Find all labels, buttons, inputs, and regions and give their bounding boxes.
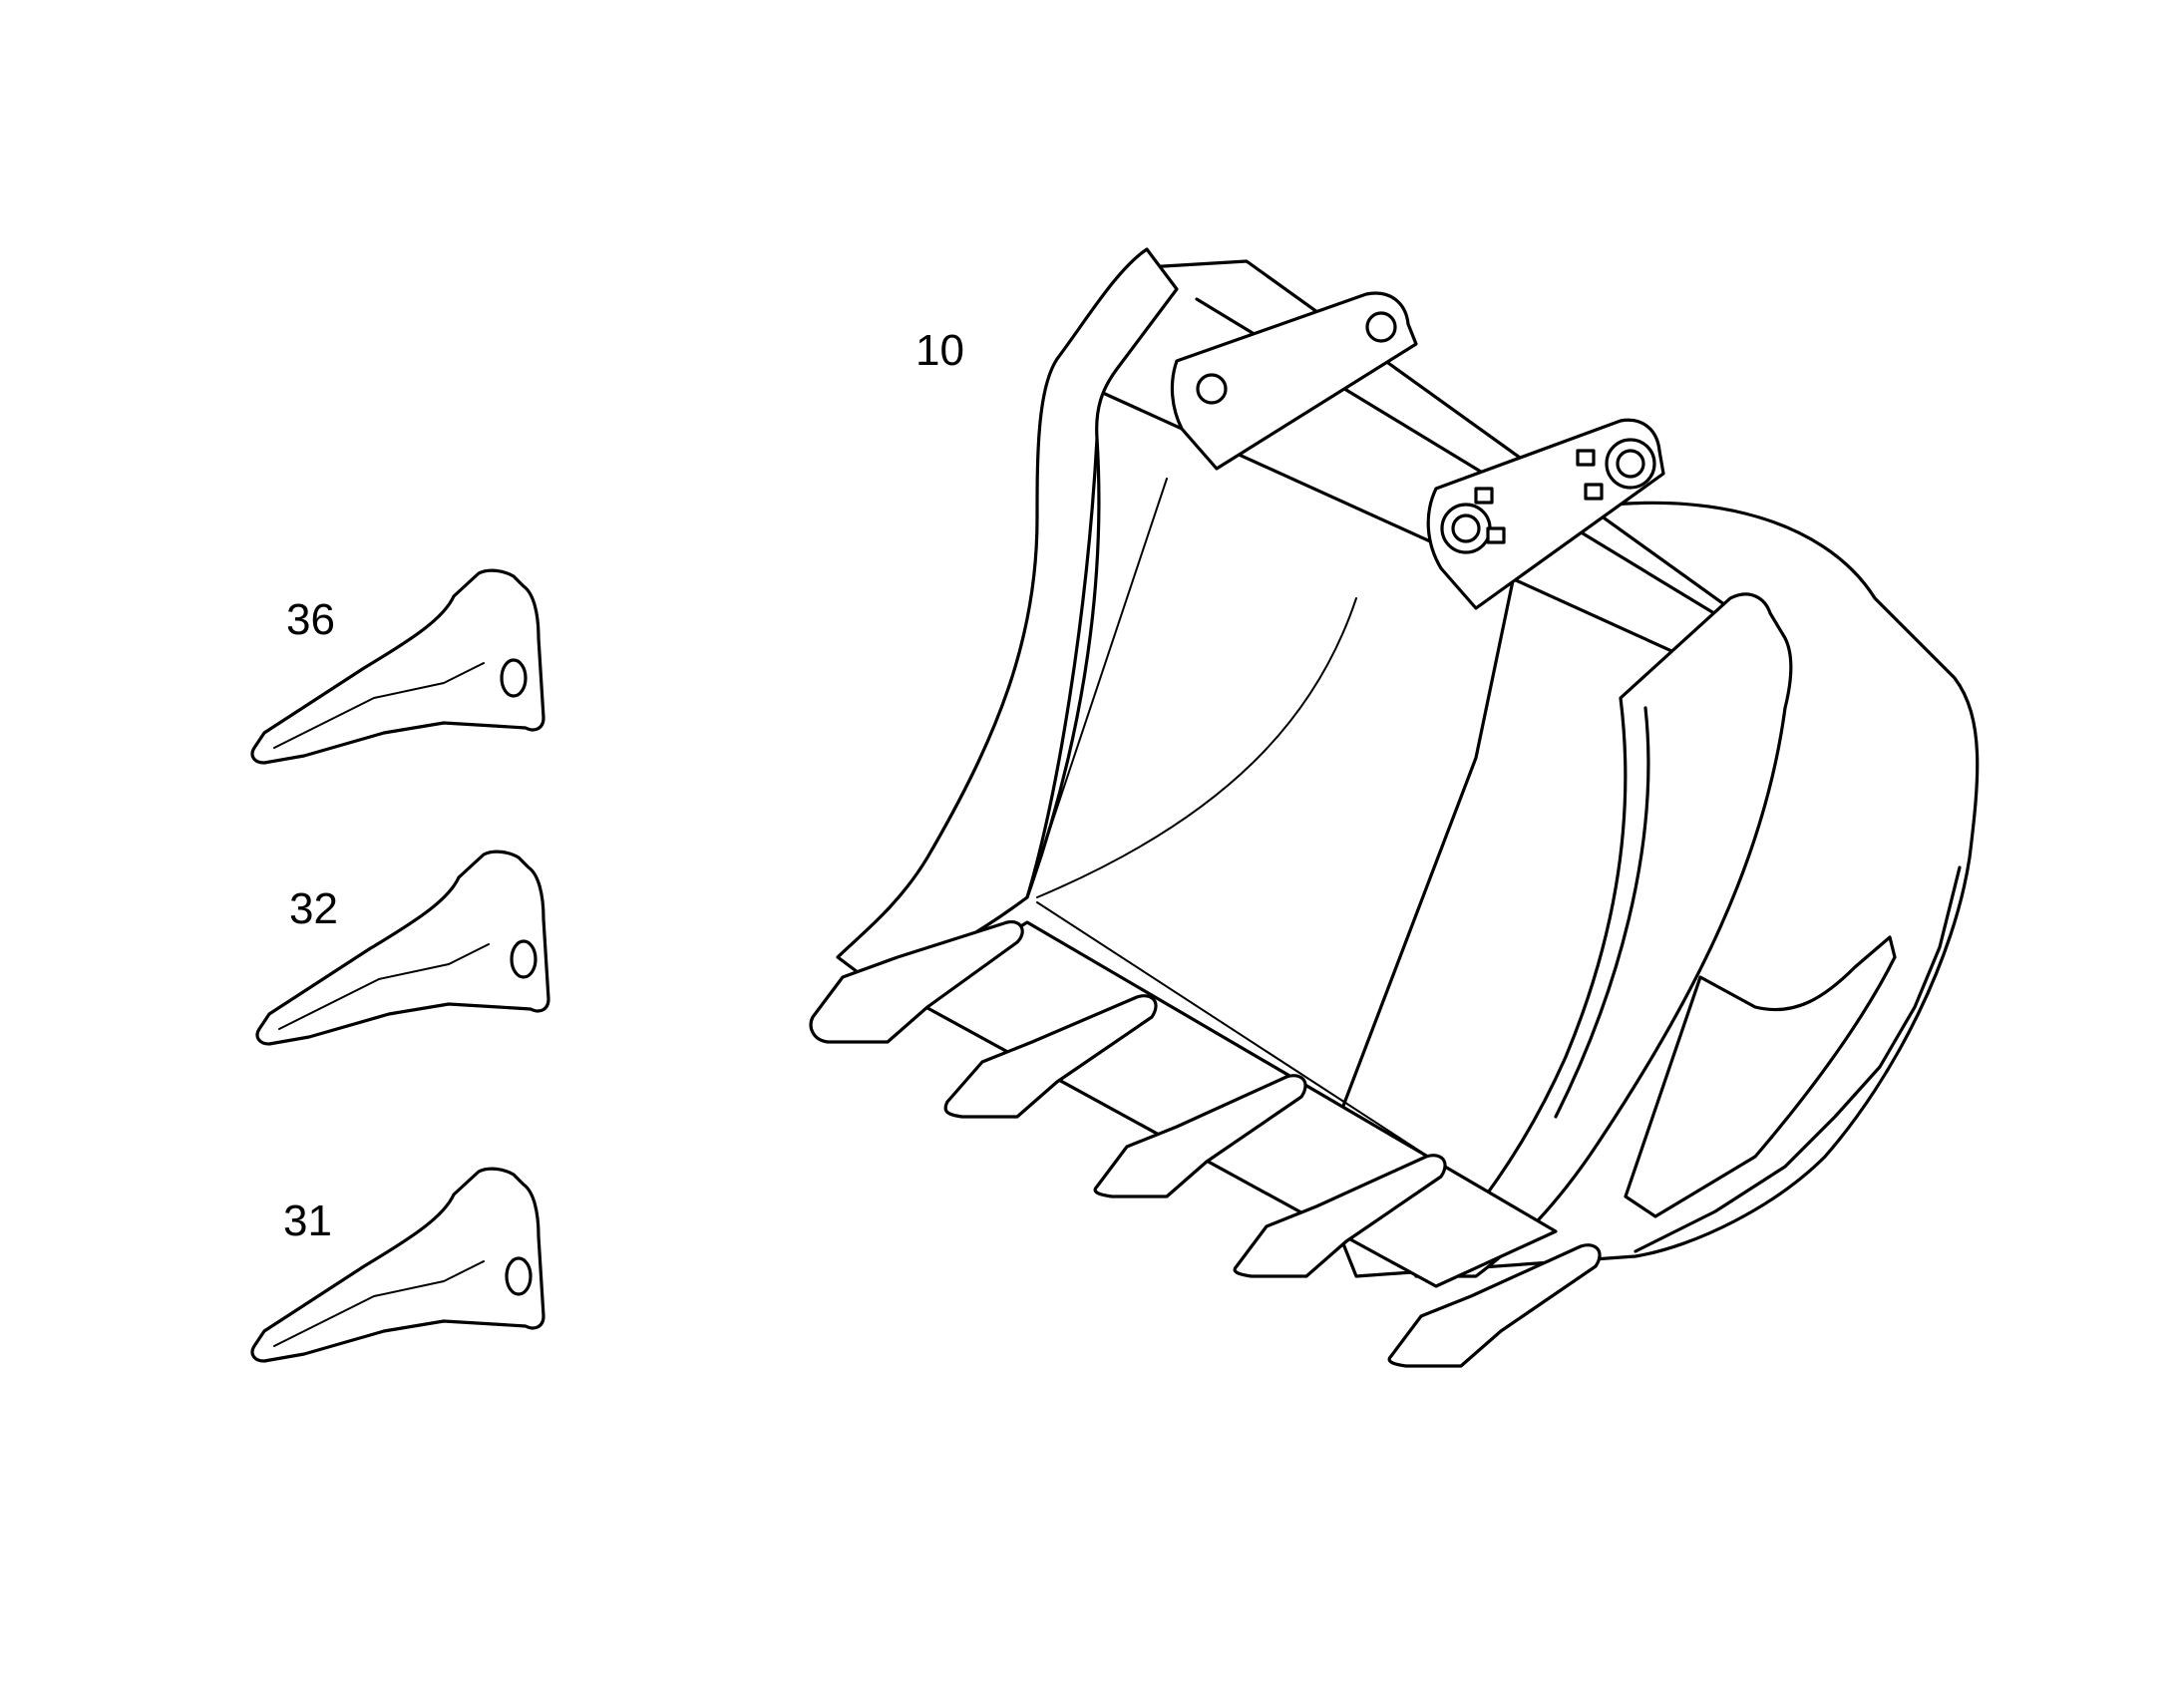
tooth-31-pin-hole (505, 1256, 533, 1296)
bucket-left-bracket (1170, 291, 1418, 471)
tooth-part-36 (250, 568, 545, 765)
bucket-left-wall-inner (1025, 437, 1099, 899)
tooth-part-31 (250, 1167, 545, 1363)
tooth-36-body (250, 568, 545, 765)
bucket-tooth-3 (1093, 1074, 1307, 1198)
bracket-pin-hole-right-upper (1616, 449, 1645, 479)
bucket-right-lower-plate (1624, 935, 1897, 1218)
bucket-tooth-5 (1387, 1243, 1602, 1368)
callout-36: 36 (286, 595, 335, 644)
grease-lug-4 (1584, 483, 1604, 501)
tooth-36-ridge (273, 662, 485, 749)
tooth-32-pin-hole (510, 939, 538, 979)
bracket-pin-hole-right (1451, 513, 1481, 543)
bucket-rear-line (1026, 478, 1168, 898)
bucket-teeth-row (809, 919, 1602, 1368)
tooth-31-body (250, 1167, 545, 1363)
bucket-tooth-1 (809, 919, 1024, 1044)
bucket-back-curve (1036, 597, 1357, 898)
bracket-pin-hole-left (1196, 373, 1228, 405)
tooth-32-body (255, 850, 550, 1046)
tooth-part-32 (255, 850, 550, 1046)
bucket-right-wall-inner (1554, 706, 1650, 1119)
callout-10: 10 (915, 326, 964, 375)
grease-lug-2 (1486, 526, 1506, 544)
bucket-left-side-wall (836, 247, 1179, 989)
grease-lug-1 (1474, 487, 1494, 505)
bucket-tooth-4 (1233, 1154, 1447, 1278)
grease-lug-3 (1576, 449, 1596, 467)
bucket-top-beam (1070, 259, 1787, 700)
tooth-32-ridge (278, 943, 490, 1030)
bucket-tooth-2 (943, 994, 1158, 1119)
bucket-wear-strip (1634, 865, 1962, 1253)
callout-31: 31 (283, 1196, 332, 1245)
callout-32: 32 (289, 884, 338, 933)
tooth-31-ridge (273, 1260, 485, 1347)
bracket-pin-hole-left-upper (1365, 311, 1397, 343)
tooth-36-pin-hole (500, 658, 528, 698)
bucket-right-side-wall (1414, 592, 1793, 1278)
excavator-bucket (809, 247, 1980, 1368)
bucket-right-bracket (1426, 418, 1665, 610)
